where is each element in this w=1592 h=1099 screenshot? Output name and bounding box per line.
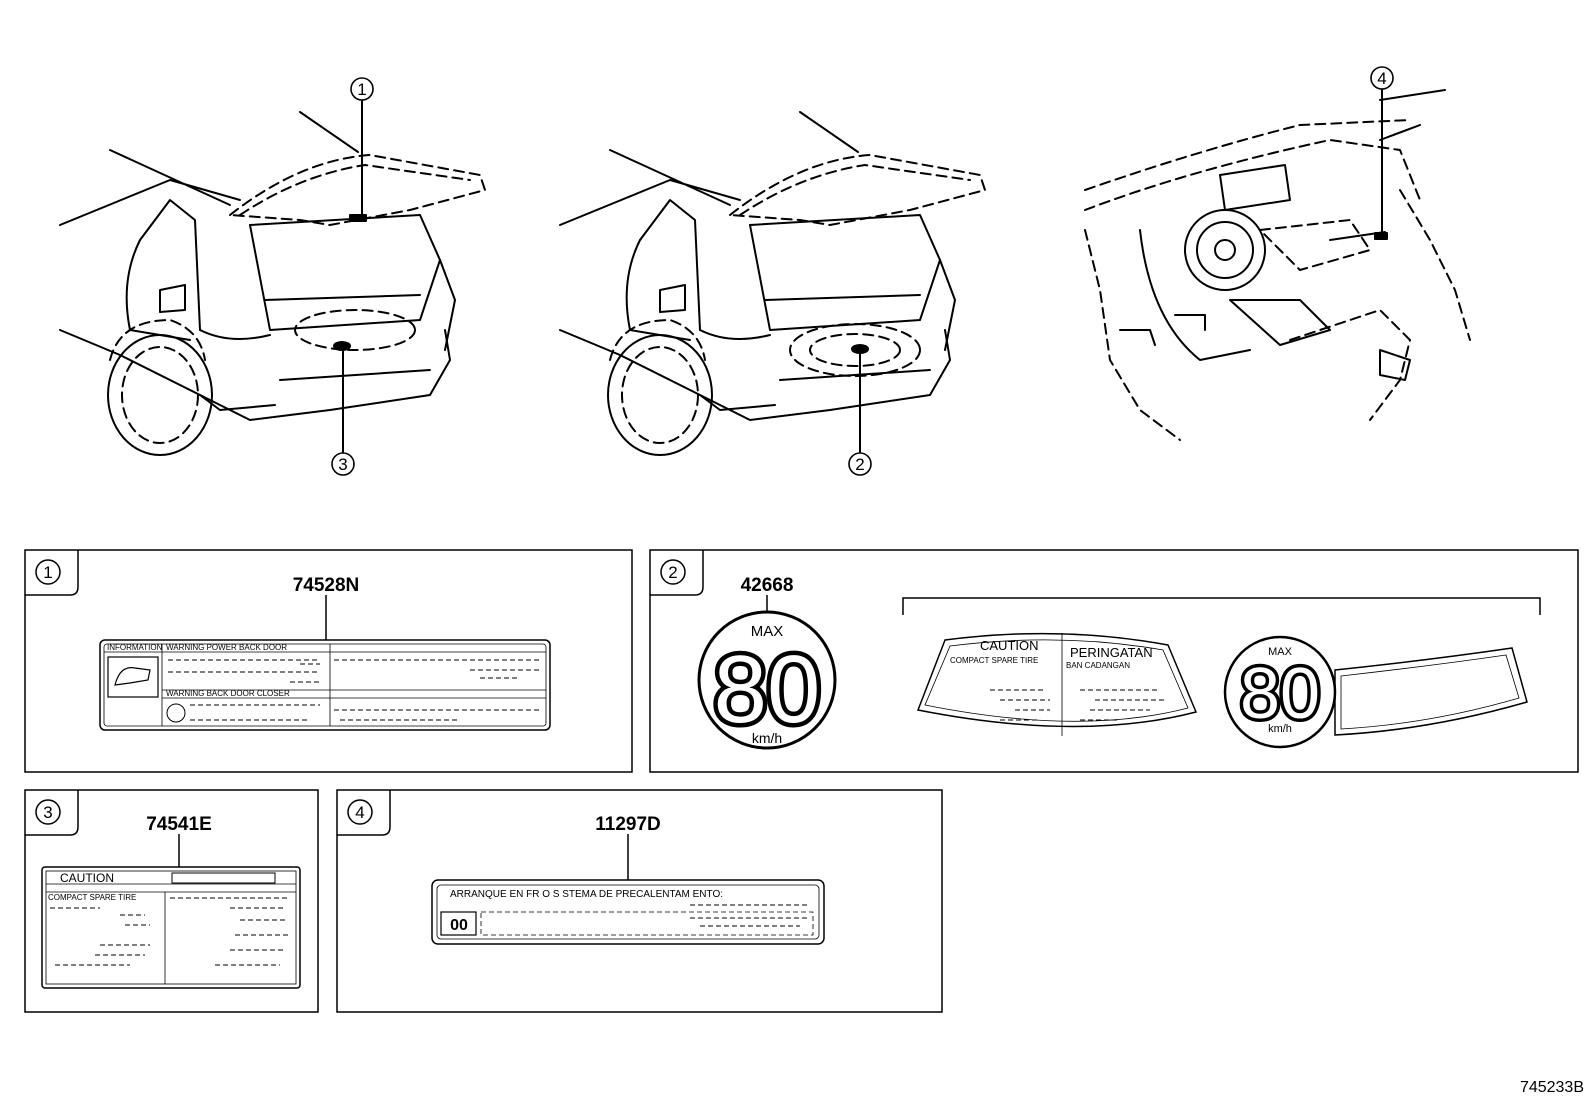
callout-3: 3: [331, 452, 355, 476]
svg-text:PERINGATAN: PERINGATAN: [1070, 645, 1153, 660]
speed-label-large: MAX 80 km/h: [697, 610, 837, 750]
vehicle-rear-view-2: [559, 111, 986, 456]
svg-text:MAX: MAX: [1268, 646, 1293, 658]
svg-text:CAUTION: CAUTION: [980, 638, 1039, 653]
svg-text:4: 4: [1377, 69, 1386, 88]
vehicle-rear-view-1: [59, 111, 486, 456]
svg-text:00: 00: [450, 917, 468, 934]
svg-text:BAN CADANGAN: BAN CADANGAN: [1066, 661, 1130, 670]
svg-text:COMPACT SPARE TIRE: COMPACT SPARE TIRE: [48, 893, 136, 902]
panel-2-marker: [660, 559, 686, 585]
svg-text:CAUTION: CAUTION: [60, 871, 114, 885]
callout-1: 1: [350, 77, 374, 101]
svg-text:3: 3: [338, 455, 347, 474]
panel-2: 2 42668 MAX 80 km/h CAUTION PERINGATAN C…: [649, 549, 1579, 773]
callout-2: 2: [848, 452, 872, 476]
part-number-74541E: 74541E: [146, 814, 212, 835]
svg-text:3: 3: [43, 803, 52, 822]
part-number-42668: 42668: [741, 575, 794, 596]
svg-text:1: 1: [43, 563, 52, 582]
speed-label-small: MAX 80 km/h: [1223, 635, 1337, 749]
svg-text:WARNING BACK DOOR CLOSER: WARNING BACK DOOR CLOSER: [166, 689, 290, 698]
callout-4: 4: [1370, 66, 1394, 90]
spare-tire-caution-label: CAUTION PERINGATAN COMPACT SPARE TIRE BA…: [916, 632, 1198, 736]
svg-text:COMPACT SPARE TIRE: COMPACT SPARE TIRE: [950, 656, 1038, 665]
panel-4-marker: [347, 799, 373, 825]
label-74528N: INFORMATION WARNING POWER BACK DOOR WARN…: [99, 639, 551, 731]
svg-text:4: 4: [355, 803, 364, 822]
svg-text:ARRANQUE EN FR O S STEMA DE PR: ARRANQUE EN FR O S STEMA DE PRECALENTAM …: [450, 889, 723, 900]
panel-1-marker: [35, 559, 61, 585]
panel-3: 3 74541E CAUTION COMPACT SPARE TIRE: [24, 789, 319, 1013]
svg-text:1: 1: [357, 80, 366, 99]
svg-text:2: 2: [668, 563, 677, 582]
svg-text:80: 80: [714, 636, 821, 743]
svg-text:km/h: km/h: [752, 730, 782, 746]
panel-1: 1 74528N INFORMATION WARNING POWER BACK …: [24, 549, 633, 773]
blank-arc-label: [1334, 647, 1528, 736]
svg-text:2: 2: [855, 455, 864, 474]
part-number-11297D: 11297D: [595, 814, 661, 835]
svg-text:MAX: MAX: [751, 623, 784, 640]
part-number-74528N: 74528N: [293, 575, 360, 596]
label-11297D: ARRANQUE EN FR O S STEMA DE PRECALENTAM …: [431, 879, 825, 945]
panel-3-marker: [35, 799, 61, 825]
svg-text:80: 80: [1240, 654, 1320, 734]
label-74541E: CAUTION COMPACT SPARE TIRE: [41, 866, 301, 989]
svg-text:INFORMATION: INFORMATION: [107, 643, 163, 652]
panel-4: 4 11297D ARRANQUE EN FR O S STEMA DE PRE…: [336, 789, 943, 1013]
dashboard-view: [1084, 89, 1471, 441]
figure-id: 745233B: [1520, 1079, 1584, 1096]
svg-text:km/h: km/h: [1268, 723, 1292, 735]
svg-text:WARNING POWER BACK DOOR: WARNING POWER BACK DOOR: [166, 643, 287, 652]
